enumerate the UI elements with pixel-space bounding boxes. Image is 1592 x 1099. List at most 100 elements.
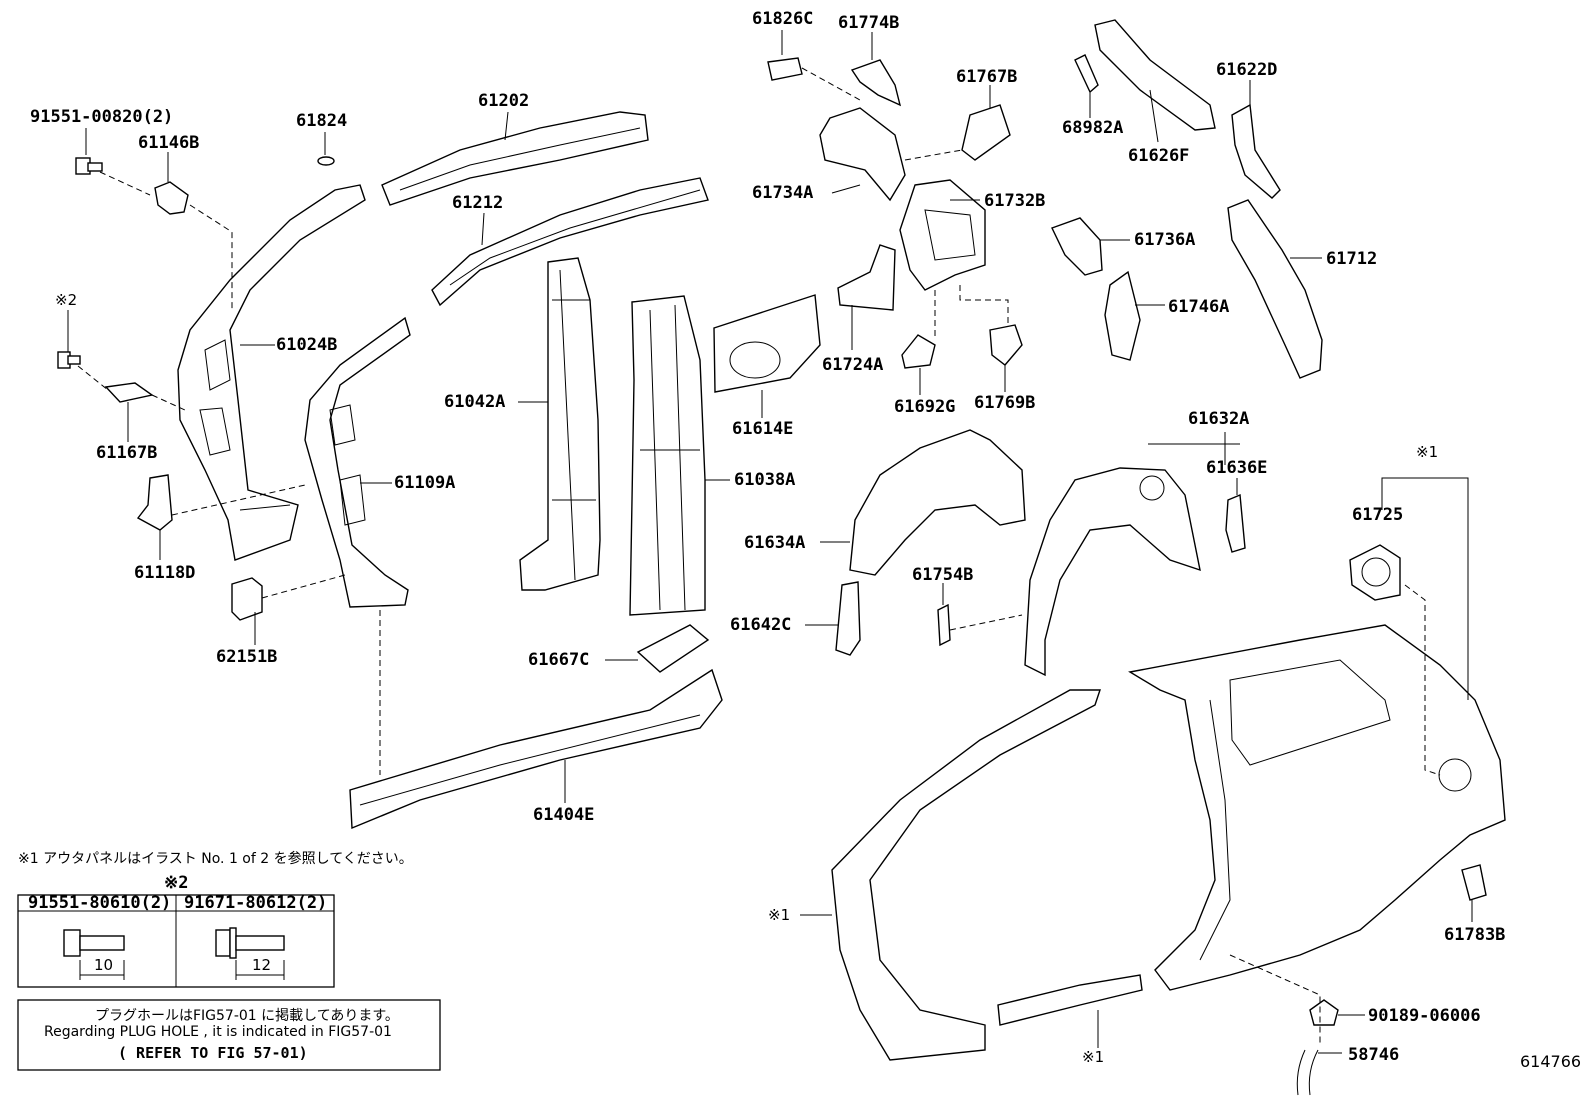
- part-label-61724a: 61724A: [822, 355, 883, 375]
- part-61826C-drawing: [767, 57, 803, 81]
- fastener-91551-80610-drawing: [63, 929, 125, 980]
- leader-lines: [67, 30, 1473, 1054]
- part-label-61404e: 61404E: [533, 805, 594, 825]
- footnote: ※1 アウタパネルはイラスト No. 1 of 2 を参照してください。: [18, 851, 413, 867]
- part-61042A-drawing: [519, 257, 601, 591]
- dashed-assembly-lines: [77, 67, 1441, 1045]
- table-col2-length: 12: [252, 956, 271, 974]
- table-marker: ※2: [164, 873, 188, 893]
- fastener-91671-80612-drawing: [215, 927, 285, 980]
- part-label-62151b: 62151B: [216, 647, 277, 667]
- part-61824-drawing: [317, 156, 335, 166]
- part-61212-drawing: [431, 177, 709, 307]
- plug-note-line1: プラグホールはFIG57-01 に掲載してあります。: [95, 1008, 399, 1024]
- part-label-61642c: 61642C: [730, 615, 791, 635]
- part-61724A-drawing: [837, 244, 896, 311]
- part-61404E-drawing: [349, 668, 723, 830]
- part-62151B-drawing: [231, 577, 263, 621]
- part-61774B-drawing: [850, 59, 902, 107]
- part-label-61692g: 61692G: [894, 397, 955, 417]
- bolt-note2-drawing: [57, 351, 81, 369]
- part-61024B-drawing: [177, 184, 366, 561]
- part-label-61167b: 61167B: [96, 443, 157, 463]
- part-label-61769b: 61769B: [974, 393, 1035, 413]
- part-61783B-drawing: [1461, 864, 1487, 901]
- plug-note-line2: Regarding PLUG HOLE , it is indicated in…: [44, 1024, 392, 1040]
- part-label-61725: 61725: [1352, 505, 1403, 525]
- part-label-61614e: 61614E: [732, 419, 793, 439]
- part-label-61774b: 61774B: [838, 13, 899, 33]
- part-label-61783b: 61783B: [1444, 925, 1505, 945]
- part-61038A-drawing: [629, 295, 706, 616]
- part-label-61109a: 61109A: [394, 473, 455, 493]
- part-label-90189_06006: 90189-06006: [1368, 1006, 1481, 1026]
- part-label-61636e: 61636E: [1206, 458, 1267, 478]
- part-label-note1_top: ※1: [1416, 443, 1438, 461]
- plug-note-box: [17, 999, 441, 1071]
- part-label-91551_00820: 91551-00820(2): [30, 107, 173, 127]
- part-label-61746a: 61746A: [1168, 297, 1229, 317]
- part-label-61667c: 61667C: [528, 650, 589, 670]
- figure-id: 614766: [1520, 1052, 1582, 1071]
- part-61746A-drawing: [1104, 270, 1141, 361]
- part-label-61118d: 61118D: [134, 563, 195, 583]
- part-label-61212: 61212: [452, 193, 503, 213]
- fastener-table: ※2 91551-80610(2) 91671-80612(2) 10 12: [17, 873, 335, 988]
- part-61767B-drawing: [961, 104, 1011, 161]
- part-61725-drawing: [1349, 544, 1401, 601]
- plug-note-line3: ( REFER TO FIG 57-01): [118, 1044, 308, 1062]
- part-label-note1_left: ※1: [768, 906, 790, 924]
- part-61769B-drawing: [989, 324, 1023, 366]
- part-label-61626f: 61626F: [1128, 146, 1189, 166]
- part-68982A-drawing: [1074, 54, 1099, 94]
- part-label-61734a: 61734A: [752, 183, 813, 203]
- part-label-61024b: 61024B: [276, 335, 337, 355]
- part-61734A-drawing: [819, 107, 906, 202]
- part-label-61712: 61712: [1326, 249, 1377, 269]
- table-col2-part: 91671-80612(2): [184, 893, 327, 913]
- table-col1-part: 91551-80610(2): [28, 893, 171, 913]
- part-label-68982a: 68982A: [1062, 118, 1123, 138]
- body-side-outer-drawing: [1128, 624, 1506, 991]
- part-61732B-drawing: [899, 179, 986, 291]
- part-label-61632a: 61632A: [1188, 409, 1249, 429]
- part-label-61824: 61824: [296, 111, 347, 131]
- front-pillar-outer-drawing: [831, 689, 1101, 1061]
- part-label-61736a: 61736A: [1134, 230, 1195, 250]
- part-label-61202: 61202: [478, 91, 529, 111]
- part-61202-drawing: [381, 111, 649, 206]
- part-label-61038a: 61038A: [734, 470, 795, 490]
- part-61109A-drawing: [304, 316, 411, 608]
- part-61167B-drawing: [104, 382, 154, 403]
- part-label-61732b: 61732B: [984, 191, 1045, 211]
- part-61712-drawing: [1227, 199, 1323, 379]
- part-label-61622d: 61622D: [1216, 60, 1277, 80]
- part-61622D-drawing: [1231, 103, 1281, 199]
- part-61736A-drawing: [1051, 217, 1103, 276]
- part-61614E-drawing: [713, 294, 821, 393]
- part-label-note2_top: ※2: [55, 291, 77, 309]
- part-label-61754b: 61754B: [912, 565, 973, 585]
- part-label-61042a: 61042A: [444, 392, 505, 412]
- part-label-61826c: 61826C: [752, 9, 813, 29]
- clip-90189-06006-drawing: [1309, 999, 1339, 1026]
- part-61692G-drawing: [901, 334, 936, 369]
- part-61146B-drawing: [154, 181, 189, 215]
- part-label-61146b: 61146B: [138, 133, 199, 153]
- part-61642C-drawing: [835, 581, 861, 656]
- table-col1-length: 10: [94, 956, 113, 974]
- part-61118D-drawing: [136, 474, 173, 531]
- part-61626F-drawing: [1094, 19, 1216, 131]
- part-58746-drawing: [1296, 1049, 1319, 1096]
- part-label-58746: 58746: [1348, 1045, 1399, 1065]
- part-label-61634a: 61634A: [744, 533, 805, 553]
- rocker-outer-drawing: [997, 974, 1143, 1026]
- part-61632A-drawing: [1024, 467, 1201, 677]
- part-61667C-drawing: [636, 624, 710, 673]
- bolt-91551-00820-drawing: [75, 157, 103, 175]
- part-label-61767b: 61767B: [956, 67, 1017, 87]
- part-61636E-drawing: [1225, 493, 1246, 553]
- part-61754B-drawing: [937, 603, 951, 647]
- part-labels: 91551-00820(2) 61146B 61824 61202 61212 61024…: [30, 9, 1505, 1066]
- part-label-note1_bottom: ※1: [1082, 1048, 1104, 1066]
